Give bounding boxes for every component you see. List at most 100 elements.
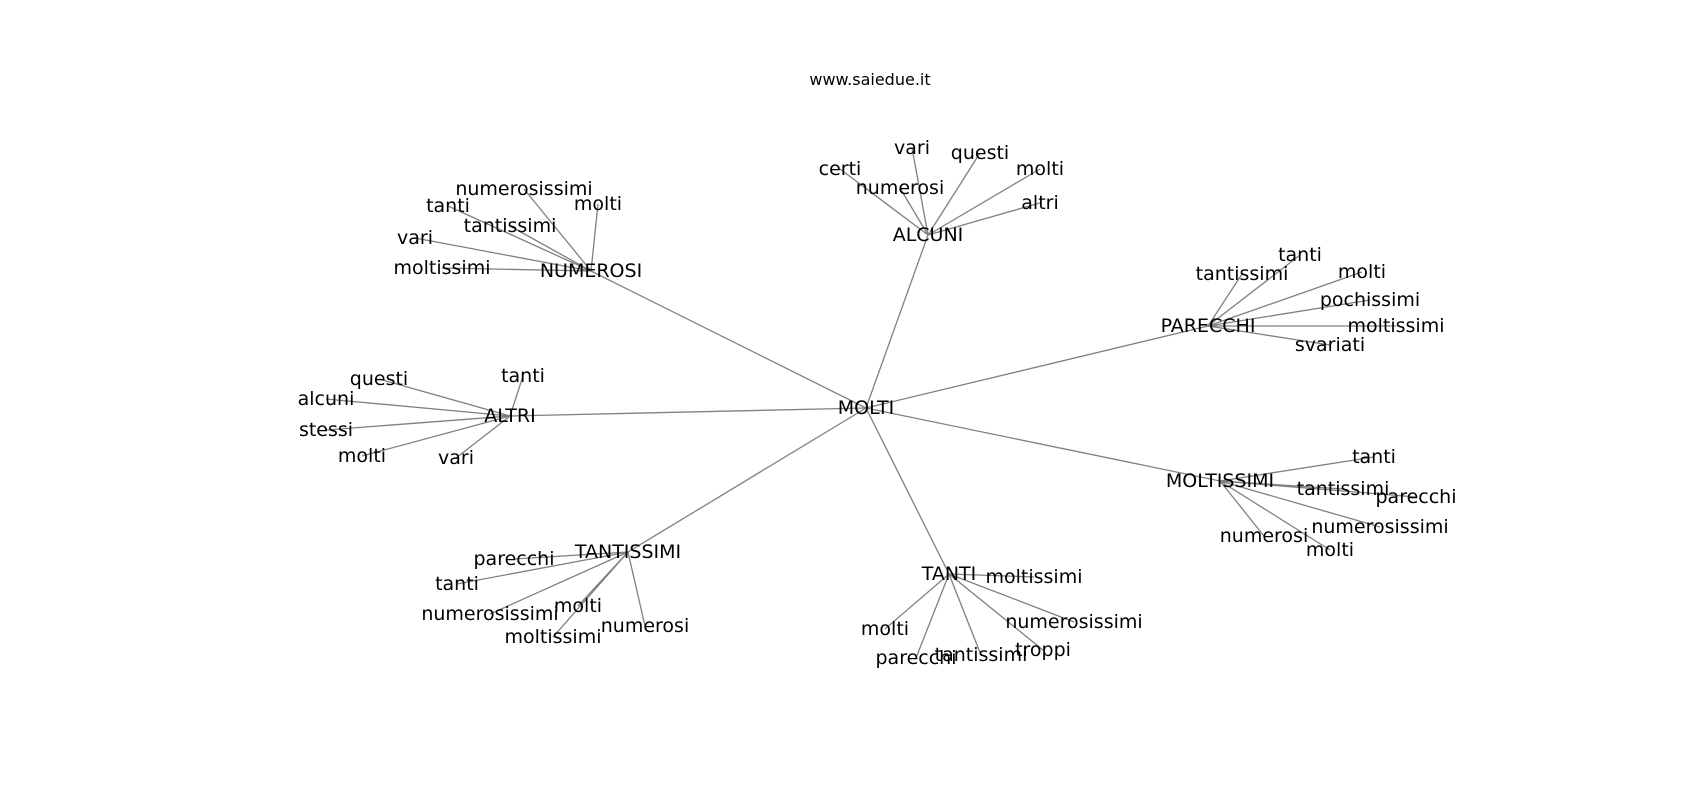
leaf-node-label: pochissimi	[1320, 289, 1420, 311]
edges-layer	[325, 147, 1417, 659]
leaf-node-label: numerosissimi	[421, 603, 558, 625]
hub-leaf-edge	[1207, 325, 1331, 346]
leaf-node-label: questi	[350, 368, 408, 390]
leaf-node-label: altri	[1021, 192, 1058, 214]
leaf-node-label: vari	[894, 137, 930, 159]
hub-leaf-edge	[627, 551, 646, 627]
center-hub-edge	[627, 407, 867, 553]
leaf-node-label: molti	[861, 618, 909, 640]
hub-leaf-edge	[948, 573, 982, 656]
hub-leaf-edge	[839, 168, 929, 236]
hub-leaf-edge	[1207, 271, 1363, 327]
leaf-node-label: parecchi	[1375, 486, 1456, 508]
hub-node-label: ALTRI	[484, 405, 535, 427]
hub-leaf-edge	[927, 152, 981, 236]
leaf-node-label: vari	[438, 447, 474, 469]
center-hub-edge	[865, 234, 929, 409]
leaf-node-label: moltissimi	[393, 257, 490, 279]
source-label: www.saiedue.it	[809, 70, 931, 89]
hub-leaf-edge	[509, 225, 592, 272]
hub-leaf-edge	[1219, 480, 1265, 537]
leaf-node-label: vari	[397, 227, 433, 249]
center-hub-edge	[590, 270, 867, 409]
leaf-node-label: tanti	[435, 573, 479, 595]
leaf-node-label: moltissimi	[1347, 315, 1444, 337]
hub-leaf-edge	[325, 398, 511, 417]
hub-leaf-edge	[552, 551, 629, 638]
leaf-node-label: parecchi	[473, 548, 554, 570]
hub-leaf-edge	[1219, 480, 1331, 551]
hub-leaf-edge	[456, 551, 629, 585]
leaf-node-label: troppi	[1015, 639, 1071, 661]
hub-leaf-edge	[1207, 273, 1243, 327]
leaf-node-label: tantissimi	[1297, 478, 1390, 500]
leaf-node-label: numerosi	[1220, 525, 1308, 547]
leaf-node-label: tanti	[426, 195, 470, 217]
hub-node-label: PARECCHI	[1161, 315, 1256, 337]
hub-leaf-edge	[915, 573, 950, 659]
leaf-node-label: tantissimi	[464, 215, 557, 237]
leaf-node-label: tanti	[501, 365, 545, 387]
hub-leaf-edge	[1219, 480, 1417, 498]
hub-leaf-edge	[414, 237, 592, 272]
leaf-node-label: moltissimi	[504, 626, 601, 648]
hub-leaf-edge	[325, 415, 511, 431]
leaf-node-label: tanti	[1278, 244, 1322, 266]
leaf-node-label: molti	[1306, 539, 1354, 561]
hub-leaf-edge	[455, 415, 511, 459]
leaf-node-label: certi	[819, 158, 862, 180]
center-hub-edge	[865, 407, 950, 575]
hub-leaf-edge	[441, 267, 592, 272]
hub-leaf-edge	[378, 378, 511, 417]
leaf-node-label: numerosi	[601, 615, 689, 637]
leaf-node-label: moltissimi	[985, 566, 1082, 588]
hub-leaf-edge	[899, 187, 929, 236]
hub-leaf-edge	[489, 551, 629, 615]
hub-leaf-edge	[884, 573, 950, 630]
center-node-label: MOLTI	[838, 397, 895, 419]
center-hub-edge	[865, 407, 1221, 482]
hub-node-label: TANTI	[921, 563, 977, 585]
leaf-node-label: numerosissimi	[455, 178, 592, 200]
leaf-node-label: tantissimi	[1196, 263, 1289, 285]
hub-leaf-edge	[927, 168, 1041, 236]
hub-leaf-edge	[948, 573, 1075, 623]
leaf-node-label: numerosissimi	[1311, 516, 1448, 538]
hub-leaf-edge	[1207, 299, 1371, 327]
hub-leaf-edge	[509, 375, 524, 417]
leaf-node-label: molti	[338, 445, 386, 467]
hub-leaf-edge	[1219, 480, 1381, 528]
hub-node-label: MOLTISSIMI	[1166, 470, 1274, 492]
center-hub-edge	[865, 325, 1209, 409]
hub-node-label: NUMEROSI	[540, 260, 642, 282]
hub-leaf-edge	[948, 573, 1035, 578]
leaf-node-label: molti	[1016, 158, 1064, 180]
leaf-node-label: numerosi	[856, 177, 944, 199]
hub-leaf-edge	[513, 551, 629, 560]
hub-node-label: ALCUNI	[893, 224, 964, 246]
hub-leaf-edge	[911, 147, 929, 236]
leaf-node-label: molti	[574, 193, 622, 215]
leaf-node-label: tanti	[1352, 446, 1396, 468]
hub-leaf-edge	[1219, 456, 1375, 482]
leaf-node-label: molti	[1338, 261, 1386, 283]
hub-leaf-edge	[948, 573, 1044, 651]
leaf-node-label: parecchi	[875, 647, 956, 669]
leaf-node-label: stessi	[299, 419, 353, 441]
hub-leaf-edge	[590, 203, 599, 272]
leaf-node-label: alcuni	[298, 388, 355, 410]
leaf-node-label: questi	[951, 142, 1009, 164]
center-hub-edge	[509, 407, 867, 417]
leaf-node-label: numerosissimi	[1005, 611, 1142, 633]
leaf-node-label: molti	[554, 595, 602, 617]
leaf-node-label: svariati	[1295, 334, 1365, 356]
hub-leaf-edge	[361, 415, 511, 457]
hub-leaf-edge	[927, 202, 1041, 236]
hub-leaf-edge	[447, 205, 592, 272]
hub-node-label: TANTISSIMI	[574, 541, 681, 563]
leaf-node-label: tantissimi	[935, 644, 1028, 666]
hub-leaf-edge	[523, 188, 592, 272]
hub-leaf-edge	[1207, 254, 1301, 327]
